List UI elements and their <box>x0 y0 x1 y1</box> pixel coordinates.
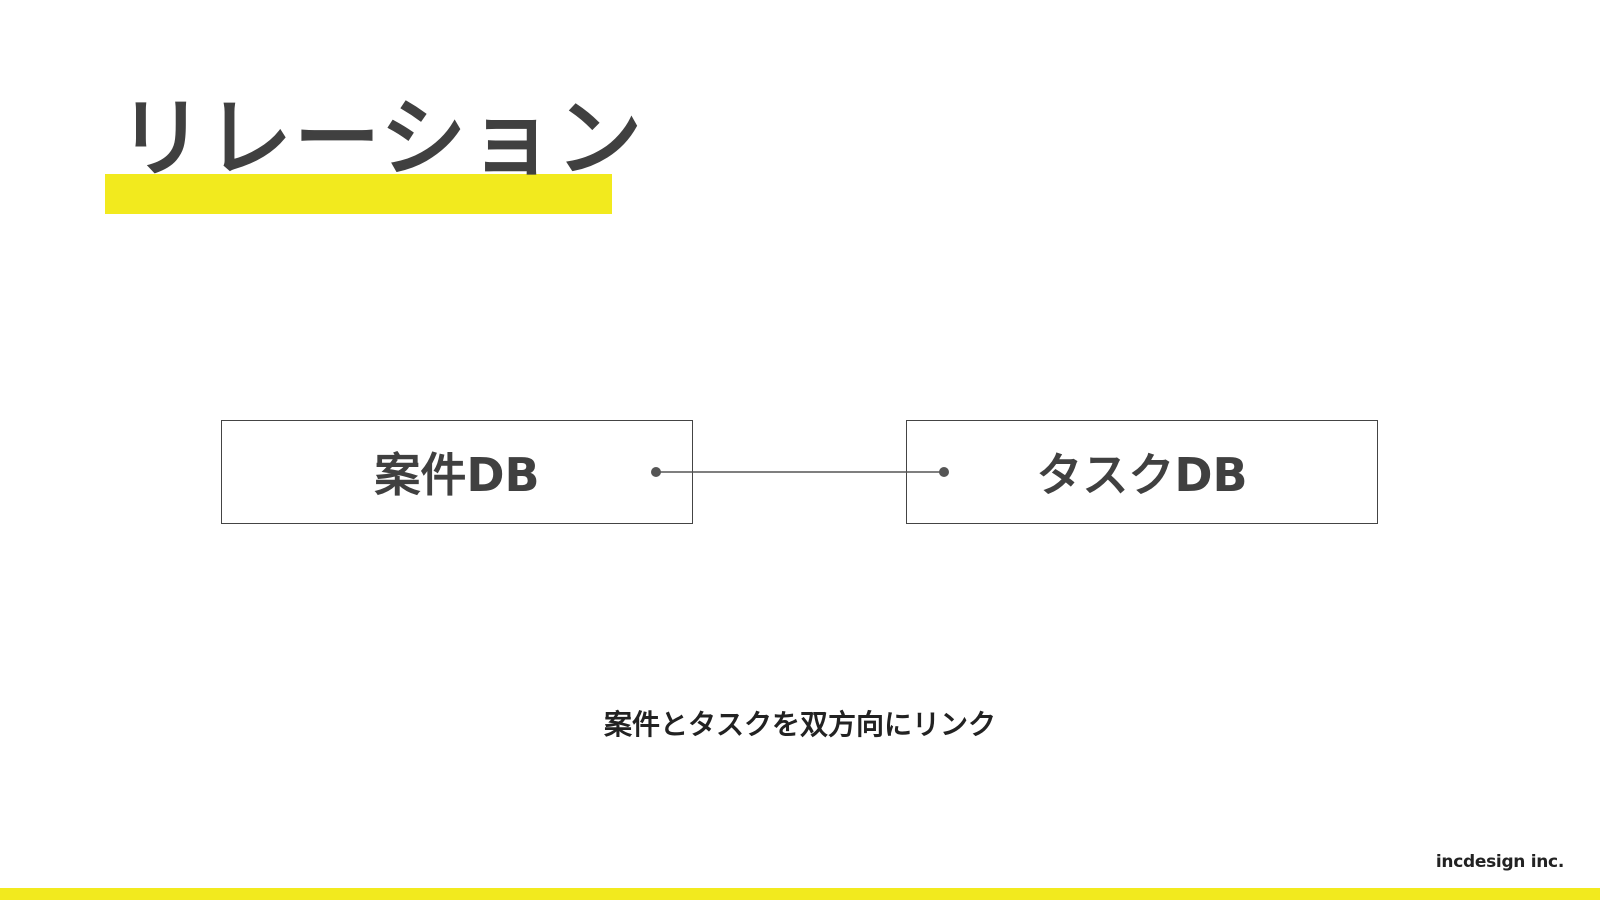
title-highlight-bar <box>105 174 612 214</box>
node-label-task-db: タスクDB <box>1036 448 1248 502</box>
node-project-db: 案件DB <box>221 420 693 524</box>
node-label-project-db: 案件DB <box>374 448 540 502</box>
bottom-accent-bar <box>0 888 1600 900</box>
diagram-caption: 案件とタスクを双方向にリンク <box>603 708 996 741</box>
brand-logo-text: incdesign inc. <box>1435 852 1564 872</box>
node-task-db: タスクDB <box>906 420 1378 524</box>
page-title: リレーション <box>118 89 645 189</box>
